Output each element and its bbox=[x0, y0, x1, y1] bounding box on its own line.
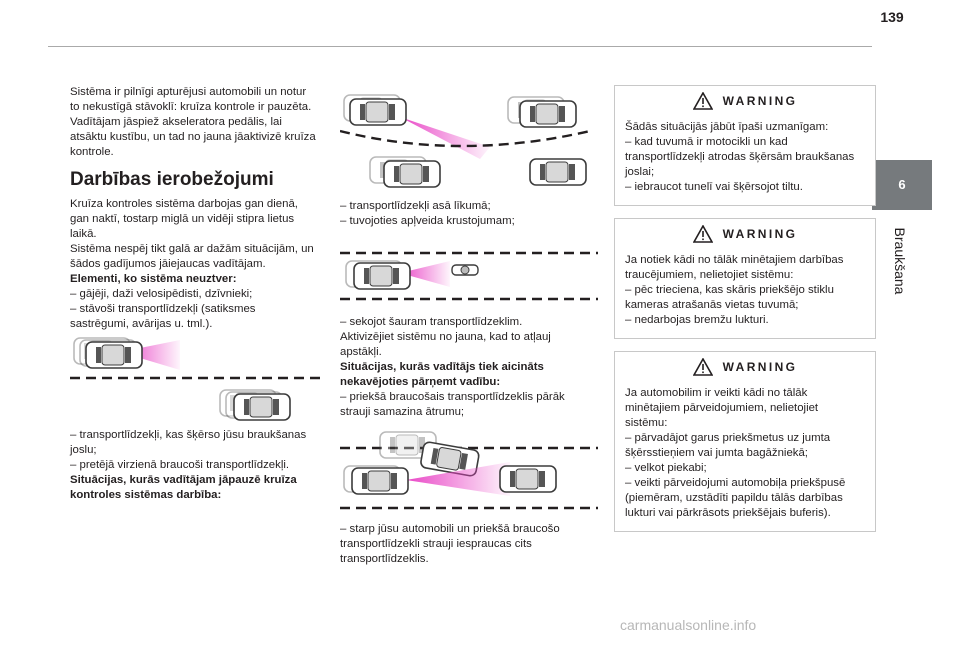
column-left: Sistēma ir pilnīgi apturējusi automobili… bbox=[70, 85, 326, 503]
chapter-title: Braukšana bbox=[892, 227, 908, 295]
motorcycle bbox=[451, 264, 479, 276]
bold-line: Situācijas, kurās vadītājam jāpauzē kruī… bbox=[70, 474, 297, 486]
warning-line: šķērsstieņiem vai jumta bagāžniekā; bbox=[625, 447, 808, 459]
warning-box: WARNING Ja notiek kādi no tālāk minētaji… bbox=[614, 218, 876, 339]
warning-line: Ja automobilim ir veikti kādi no tālāk bbox=[625, 387, 808, 399]
footer-watermark[interactable]: carmanualsonline.info bbox=[620, 617, 757, 633]
intro-line: atsāktu kustību, un tad no jauna jāaktiv… bbox=[70, 131, 316, 143]
car-on-curve bbox=[383, 160, 441, 188]
radar-beam bbox=[400, 261, 450, 287]
column-right: WARNING Šādās situācijās jābūt īpaši uzm… bbox=[614, 85, 876, 532]
warning-line: – nedarbojas bremžu lukturi. bbox=[625, 314, 769, 326]
list-item: – gājēji, daži velosipēdisti, dzīvnieki; bbox=[70, 288, 253, 300]
radar-beam bbox=[406, 462, 510, 496]
braking-cut-in-illustration bbox=[340, 428, 598, 510]
intro-line: Sistēma ir pilnīgi apturējusi automobili… bbox=[70, 86, 307, 98]
intro-line: Vadītājam jāspiež akseleratora pedālis, … bbox=[70, 116, 282, 128]
list-item: – starp jūsu automobili un priekšā brauc… bbox=[340, 523, 560, 535]
oncoming-car bbox=[233, 393, 291, 421]
warning-title: WARNING bbox=[722, 226, 798, 241]
header-rule bbox=[48, 46, 872, 47]
warning-triangle-icon bbox=[692, 225, 713, 243]
warning-line: – veikti pārveidojumi automobiļa priekšp… bbox=[625, 477, 846, 489]
list-item: strauji samazina ātrumu; bbox=[340, 406, 465, 418]
warning-line: Šādās situācijās jābūt īpaši uzmanīgam: bbox=[625, 121, 829, 133]
bold-line: Situācijas, kurās vadītājs tiek aicināts bbox=[340, 361, 544, 373]
body-line: Sistēma nespēj tikt galā ar dažām situāc… bbox=[70, 243, 314, 255]
section-heading: Darbības ierobežojumi bbox=[70, 169, 274, 190]
own-car bbox=[351, 467, 409, 495]
body-line: laikā. bbox=[70, 228, 97, 240]
warning-line: transportlīdzekļi atrodas šķērsām braukš… bbox=[625, 151, 855, 163]
warning-line: – pēc trieciena, kas skāris priekšējo st… bbox=[625, 284, 834, 296]
body-line: transportlīdzeklis. bbox=[340, 553, 429, 565]
narrow-vehicle-illustration bbox=[340, 251, 598, 301]
warning-triangle-icon bbox=[692, 358, 713, 376]
warning-box: WARNING Šādās situācijās jābūt īpaši uzm… bbox=[614, 85, 876, 206]
body-line: apstākļi. bbox=[340, 346, 382, 358]
list-item: – transportlīdzekļi asā līkumā; bbox=[340, 200, 491, 212]
warning-triangle-icon bbox=[692, 92, 713, 110]
body-line: gan naktī, tostarp miglā un vidēji stipr… bbox=[70, 213, 295, 225]
crossing-traffic-illustration bbox=[70, 332, 326, 421]
warning-title: WARNING bbox=[722, 359, 798, 374]
leading-car bbox=[499, 465, 557, 493]
car-on-curve bbox=[519, 100, 577, 128]
chapter-tab[interactable]: 6 bbox=[872, 160, 932, 210]
warning-line: sistēmu: bbox=[625, 417, 668, 429]
car-on-curve bbox=[529, 158, 587, 186]
warning-line: kameras atrašanās vietas tuvumā; bbox=[625, 299, 799, 311]
intro-line: to nekustīgā stāvoklī: kruīza kontrole i… bbox=[70, 101, 312, 113]
own-car bbox=[353, 262, 411, 290]
body-line: šādos gadījumos jāiejaucas vadītājam. bbox=[70, 258, 266, 270]
list-item: – pretējā virzienā braucoši transportlīd… bbox=[70, 459, 290, 471]
list-item: joslu; bbox=[70, 444, 97, 456]
radar-beam bbox=[400, 117, 490, 159]
warning-title: WARNING bbox=[722, 93, 798, 108]
warning-line: Ja notiek kādi no tālāk minētajiem darbī… bbox=[625, 254, 844, 266]
warning-line: joslai; bbox=[625, 166, 655, 178]
warning-line: (piemēram, uzstādīti papildu tālās darbī… bbox=[625, 492, 843, 504]
warning-line: traucējumiem, nelietojiet sistēmu: bbox=[625, 269, 794, 281]
list-item: – transportlīdzekļi, kas šķērso jūsu bra… bbox=[70, 429, 307, 441]
list-item: – tuvojoties apļveida krustojumam; bbox=[340, 215, 515, 227]
column-middle: – transportlīdzekļi asā līkumā; – tuvojo… bbox=[340, 85, 598, 567]
bold-line: nekavējoties pārņemt vadību: bbox=[340, 376, 501, 388]
page-number: 139 bbox=[880, 9, 904, 25]
chapter-title-vertical: Braukšana bbox=[888, 220, 912, 310]
list-item: – priekšā braucošais transportlīdzeklis … bbox=[340, 391, 565, 403]
warning-line: – iebraucot tunelī vai šķērsojot tiltu. bbox=[625, 181, 803, 193]
list-title: Elementi, ko sistēma neuztver: bbox=[70, 273, 237, 285]
warning-line: – velkot piekabi; bbox=[625, 462, 707, 474]
bold-line: kontroles sistēmas darbība: bbox=[70, 489, 222, 501]
warning-box: WARNING Ja automobilim ir veikti kādi no… bbox=[614, 351, 876, 532]
list-item: – stāvoši transportlīdzekļi (satiksmes bbox=[70, 303, 256, 315]
body-line: transportlīdzekli strauji iespraucas cit… bbox=[340, 538, 532, 550]
warning-line: minētajiem pārveidojumiem, nelietojiet bbox=[625, 402, 819, 414]
body-line: Kruīza kontroles sistēma darbojas gan di… bbox=[70, 198, 298, 210]
intro-line: kontrole. bbox=[70, 146, 114, 158]
own-car bbox=[349, 98, 407, 126]
radar-beam bbox=[120, 340, 180, 370]
body-line: Aktivizējiet sistēmu no jauna, kad to at… bbox=[340, 331, 551, 343]
warning-line: – pārvadājot garus priekšmetus uz jumta bbox=[625, 432, 831, 444]
crossing-car bbox=[85, 341, 143, 369]
warning-line: lukturi vai pārkrāsots priekšējais bufer… bbox=[625, 507, 831, 519]
list-item: sastrēgumi, avārijas u. tml.). bbox=[70, 318, 213, 330]
warning-line: – kad tuvumā ir motocikli un kad bbox=[625, 136, 788, 148]
curve-illustration bbox=[340, 89, 591, 188]
list-item: – sekojot šauram transportlīdzeklim. bbox=[340, 316, 523, 328]
